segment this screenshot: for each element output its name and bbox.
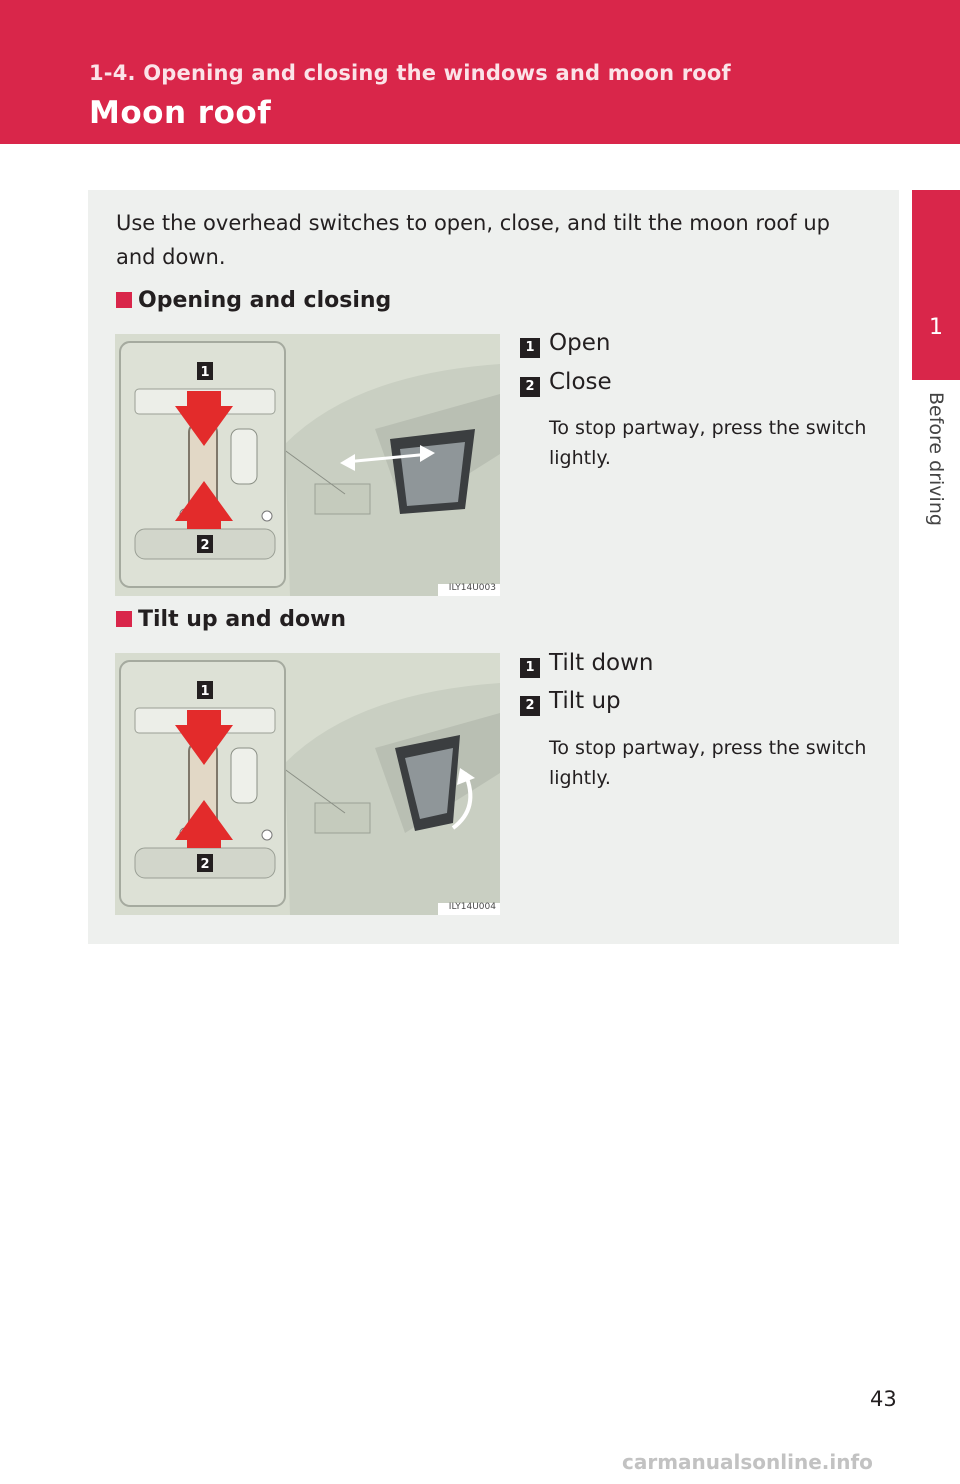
subheading-opening-closing: Opening and closing [116, 288, 391, 313]
subheading-text: Opening and closing [138, 288, 392, 313]
bullet-square-icon [116, 292, 132, 308]
step-number: 1 [520, 338, 540, 358]
overhead-switch-tilt-illustration: 1 2 [115, 653, 500, 915]
svg-text:2: 2 [200, 857, 209, 872]
step-label: Tilt up [549, 688, 621, 714]
chapter-label-text: Before driving [925, 392, 947, 526]
page-heading: Moon roof [89, 95, 272, 131]
page-header: 1-4. Opening and closing the windows and… [0, 0, 960, 144]
figure-code: ILY14U004 [448, 902, 496, 912]
svg-text:1: 1 [200, 684, 209, 699]
chapter-tab[interactable]: 1 [912, 190, 960, 380]
note-text: To stop partway, press the switch lightl… [549, 737, 867, 789]
note-text: To stop partway, press the switch lightl… [549, 417, 867, 469]
page-number: 43 [870, 1387, 897, 1411]
figure-tilt: 1 2 ILY14U004 [115, 653, 500, 915]
watermark: carmanualsonline.info [622, 1450, 873, 1474]
subheading-tilt: Tilt up and down [116, 607, 346, 632]
overhead-switch-illustration: 1 2 [115, 334, 500, 596]
chapter-number: 1 [929, 315, 943, 340]
figure-code: ILY14U003 [448, 583, 496, 593]
svg-text:2: 2 [200, 538, 209, 553]
step-label: Open [549, 330, 611, 356]
svg-text:1: 1 [200, 365, 209, 380]
step-label: Tilt down [549, 650, 654, 676]
chapter-label: Before driving [925, 392, 947, 532]
figure-open-close: 1 2 ILY14U003 [115, 334, 500, 596]
step-number: 1 [520, 658, 540, 678]
section-title: 1-4. Opening and closing the windows and… [89, 61, 731, 85]
intro-text: Use the overhead switches to open, close… [116, 211, 830, 269]
content-panel: Use the overhead switches to open, close… [88, 190, 899, 944]
step-number: 2 [520, 377, 540, 397]
subheading-text: Tilt up and down [138, 607, 347, 632]
step-number: 2 [520, 696, 540, 716]
step-label: Close [549, 369, 612, 395]
bullet-square-icon [116, 611, 132, 627]
